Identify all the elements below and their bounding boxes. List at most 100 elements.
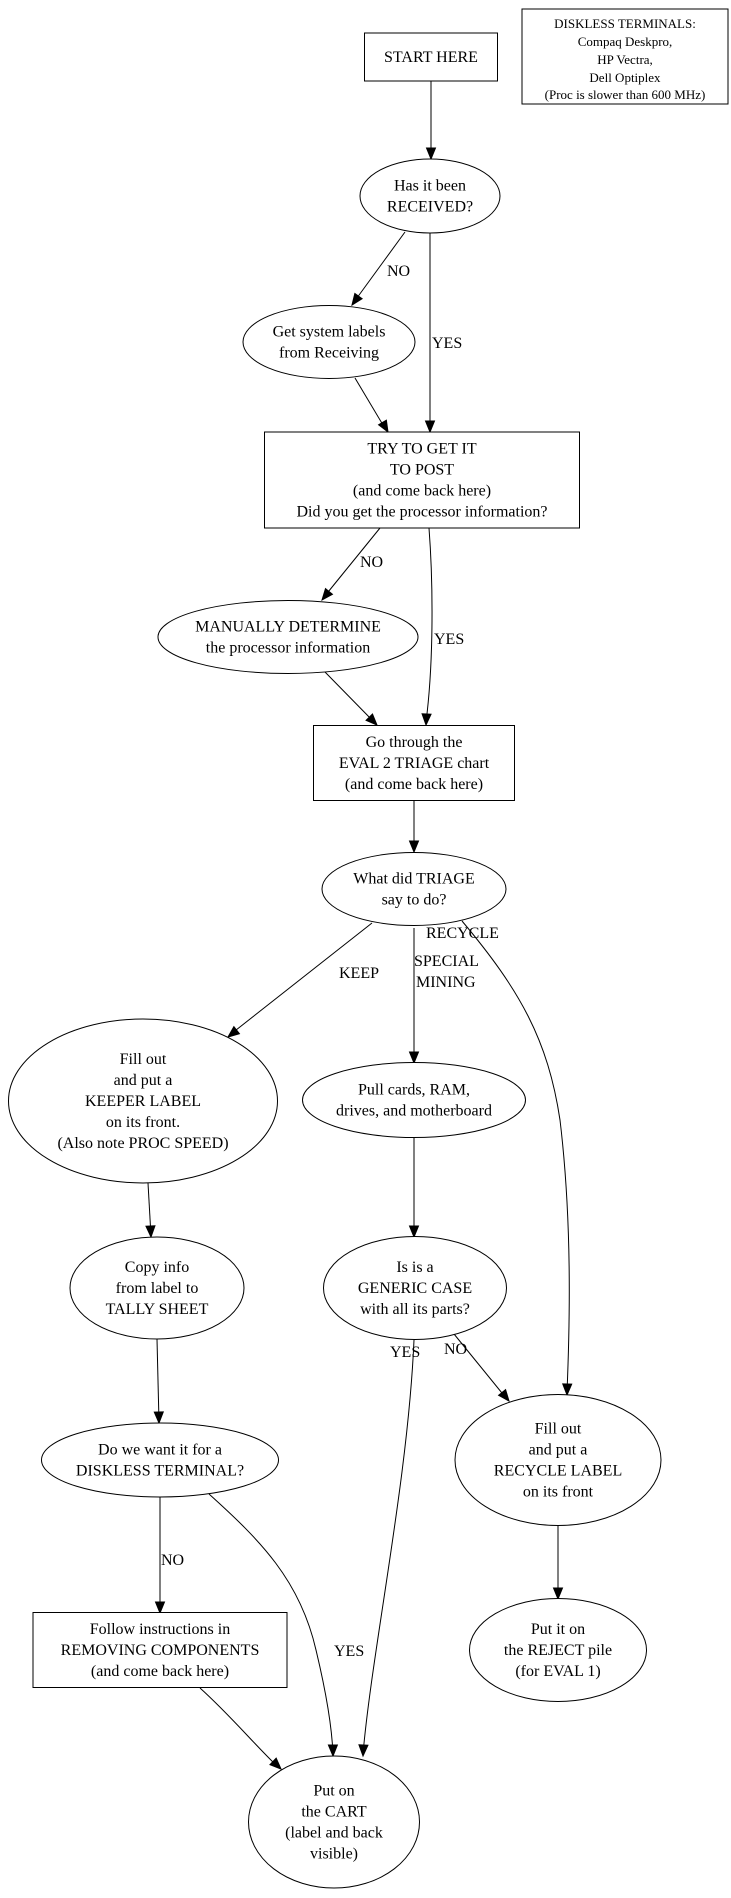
arrowhead-icon [408, 840, 420, 854]
edge-line [323, 527, 381, 598]
edge-line [354, 377, 387, 431]
node-ellipse [41, 1422, 279, 1498]
node-label-line: What did TRIAGE [353, 871, 474, 888]
edge-diskless-to-removing: NO [154, 1497, 184, 1615]
node-reject: Put it on the REJECT pile (for EVAL 1) [469, 1598, 647, 1702]
node-label-line: visible) [310, 1846, 358, 1863]
edge-received-to-get-labels: NO [351, 231, 410, 307]
edge-recycle-to-reject [552, 1526, 564, 1601]
arrowhead-icon [408, 1225, 420, 1239]
edge-manual-to-eval2 [324, 671, 378, 726]
node-ellipse [469, 1598, 647, 1702]
edge-label: RECYCLE [426, 925, 499, 942]
node-box [264, 431, 580, 529]
edge-received-to-post: YES [424, 233, 462, 434]
arrowhead-icon [424, 420, 436, 434]
edge-label: YES [434, 631, 464, 648]
node-label-line: on its front [523, 1484, 594, 1501]
node-label-line: Did you get the processor information? [296, 504, 547, 521]
edge-eval2-to-triage [408, 800, 420, 854]
node-ellipse [69, 1236, 245, 1340]
legend-line: Compaq Deskpro, [578, 34, 673, 49]
node-label-line: TO POST [390, 462, 454, 479]
arrowhead-icon [226, 1025, 241, 1038]
node-ellipse [302, 1062, 526, 1138]
edge-triage-to-keeper: KEEP [226, 922, 379, 1038]
node-ellipse [323, 1236, 507, 1340]
arrowhead-icon [561, 1383, 573, 1397]
arrowhead-icon [377, 419, 389, 434]
edge-post-to-manual: NO [321, 527, 383, 602]
arrowhead-icon [154, 1601, 166, 1615]
edge-generic-to-recycle: NO [444, 1333, 510, 1403]
edge-label: NO [161, 1552, 184, 1569]
node-label-line: Put on [313, 1783, 354, 1800]
node-label-line: GENERIC CASE [358, 1280, 472, 1297]
node-label-line: the REJECT pile [504, 1642, 612, 1659]
arrowhead-icon [351, 292, 364, 307]
edge-label: YES [390, 1344, 420, 1361]
edge-keeper-to-copy [145, 1182, 156, 1239]
node-ellipse [359, 158, 501, 234]
arrowhead-icon [425, 147, 437, 161]
edge-label: NO [444, 1341, 467, 1358]
node-label-line: the processor information [206, 640, 370, 657]
arrowhead-icon [358, 1744, 369, 1758]
edge-line [453, 1333, 507, 1399]
legend-line: (Proc is slower than 600 MHz) [545, 87, 706, 102]
node-label-line: Copy info [125, 1259, 189, 1276]
legend-box: DISKLESS TERMINALS: Compaq Deskpro, HP V… [521, 8, 729, 105]
edge-label: YES [334, 1643, 364, 1660]
arrowhead-icon [552, 1587, 564, 1601]
arrowhead-icon [321, 587, 334, 602]
arrowhead-icon [269, 1757, 282, 1770]
edge-get-labels-to-post [354, 377, 389, 434]
node-label-line: START HERE [384, 49, 478, 66]
edge-copy-to-diskless [153, 1338, 165, 1425]
edge-diskless-to-cart: YES [208, 1493, 364, 1758]
node-label-line: drives, and motherboard [336, 1103, 492, 1120]
node-label-line: (and come back here) [353, 483, 491, 500]
legend-line: Dell Optiplex [589, 70, 661, 85]
node-label-line: Get system labels [273, 324, 386, 341]
node-label-line: RECEIVED? [387, 199, 473, 216]
edge-label: NO [360, 554, 383, 571]
node-label-line: DISKLESS TERMINAL? [76, 1463, 244, 1480]
node-ellipse [454, 1394, 662, 1526]
node-start: START HERE [364, 32, 498, 82]
legend-line: DISKLESS TERMINALS: [554, 16, 696, 31]
edge-label: KEEP [339, 965, 379, 982]
edge-line [156, 1338, 160, 1423]
node-label-line: RECYCLE LABEL [494, 1463, 622, 1480]
arrowhead-icon [408, 1051, 420, 1065]
node-label-line: Go through the [366, 734, 463, 751]
node-label-line: from label to [116, 1280, 199, 1297]
arrowhead-icon [365, 713, 378, 726]
edge-pull-to-generic [408, 1138, 420, 1239]
arrowhead-icon [421, 713, 432, 727]
node-label-line: Put it on [531, 1621, 585, 1638]
node-ellipse [242, 305, 416, 379]
node-label-line: and put a [114, 1072, 173, 1089]
node-box [32, 1612, 288, 1688]
node-label-line: Fill out [120, 1051, 167, 1068]
node-label-line: and put a [529, 1442, 588, 1459]
edge-line [353, 231, 406, 303]
node-label-line: MANUALLY DETERMINE [195, 619, 381, 636]
node-label-line: (for EVAL 1) [515, 1663, 600, 1680]
node-label-line: Fill out [535, 1421, 582, 1438]
node-ellipse [157, 600, 419, 674]
edge-label: MINING [416, 974, 476, 991]
